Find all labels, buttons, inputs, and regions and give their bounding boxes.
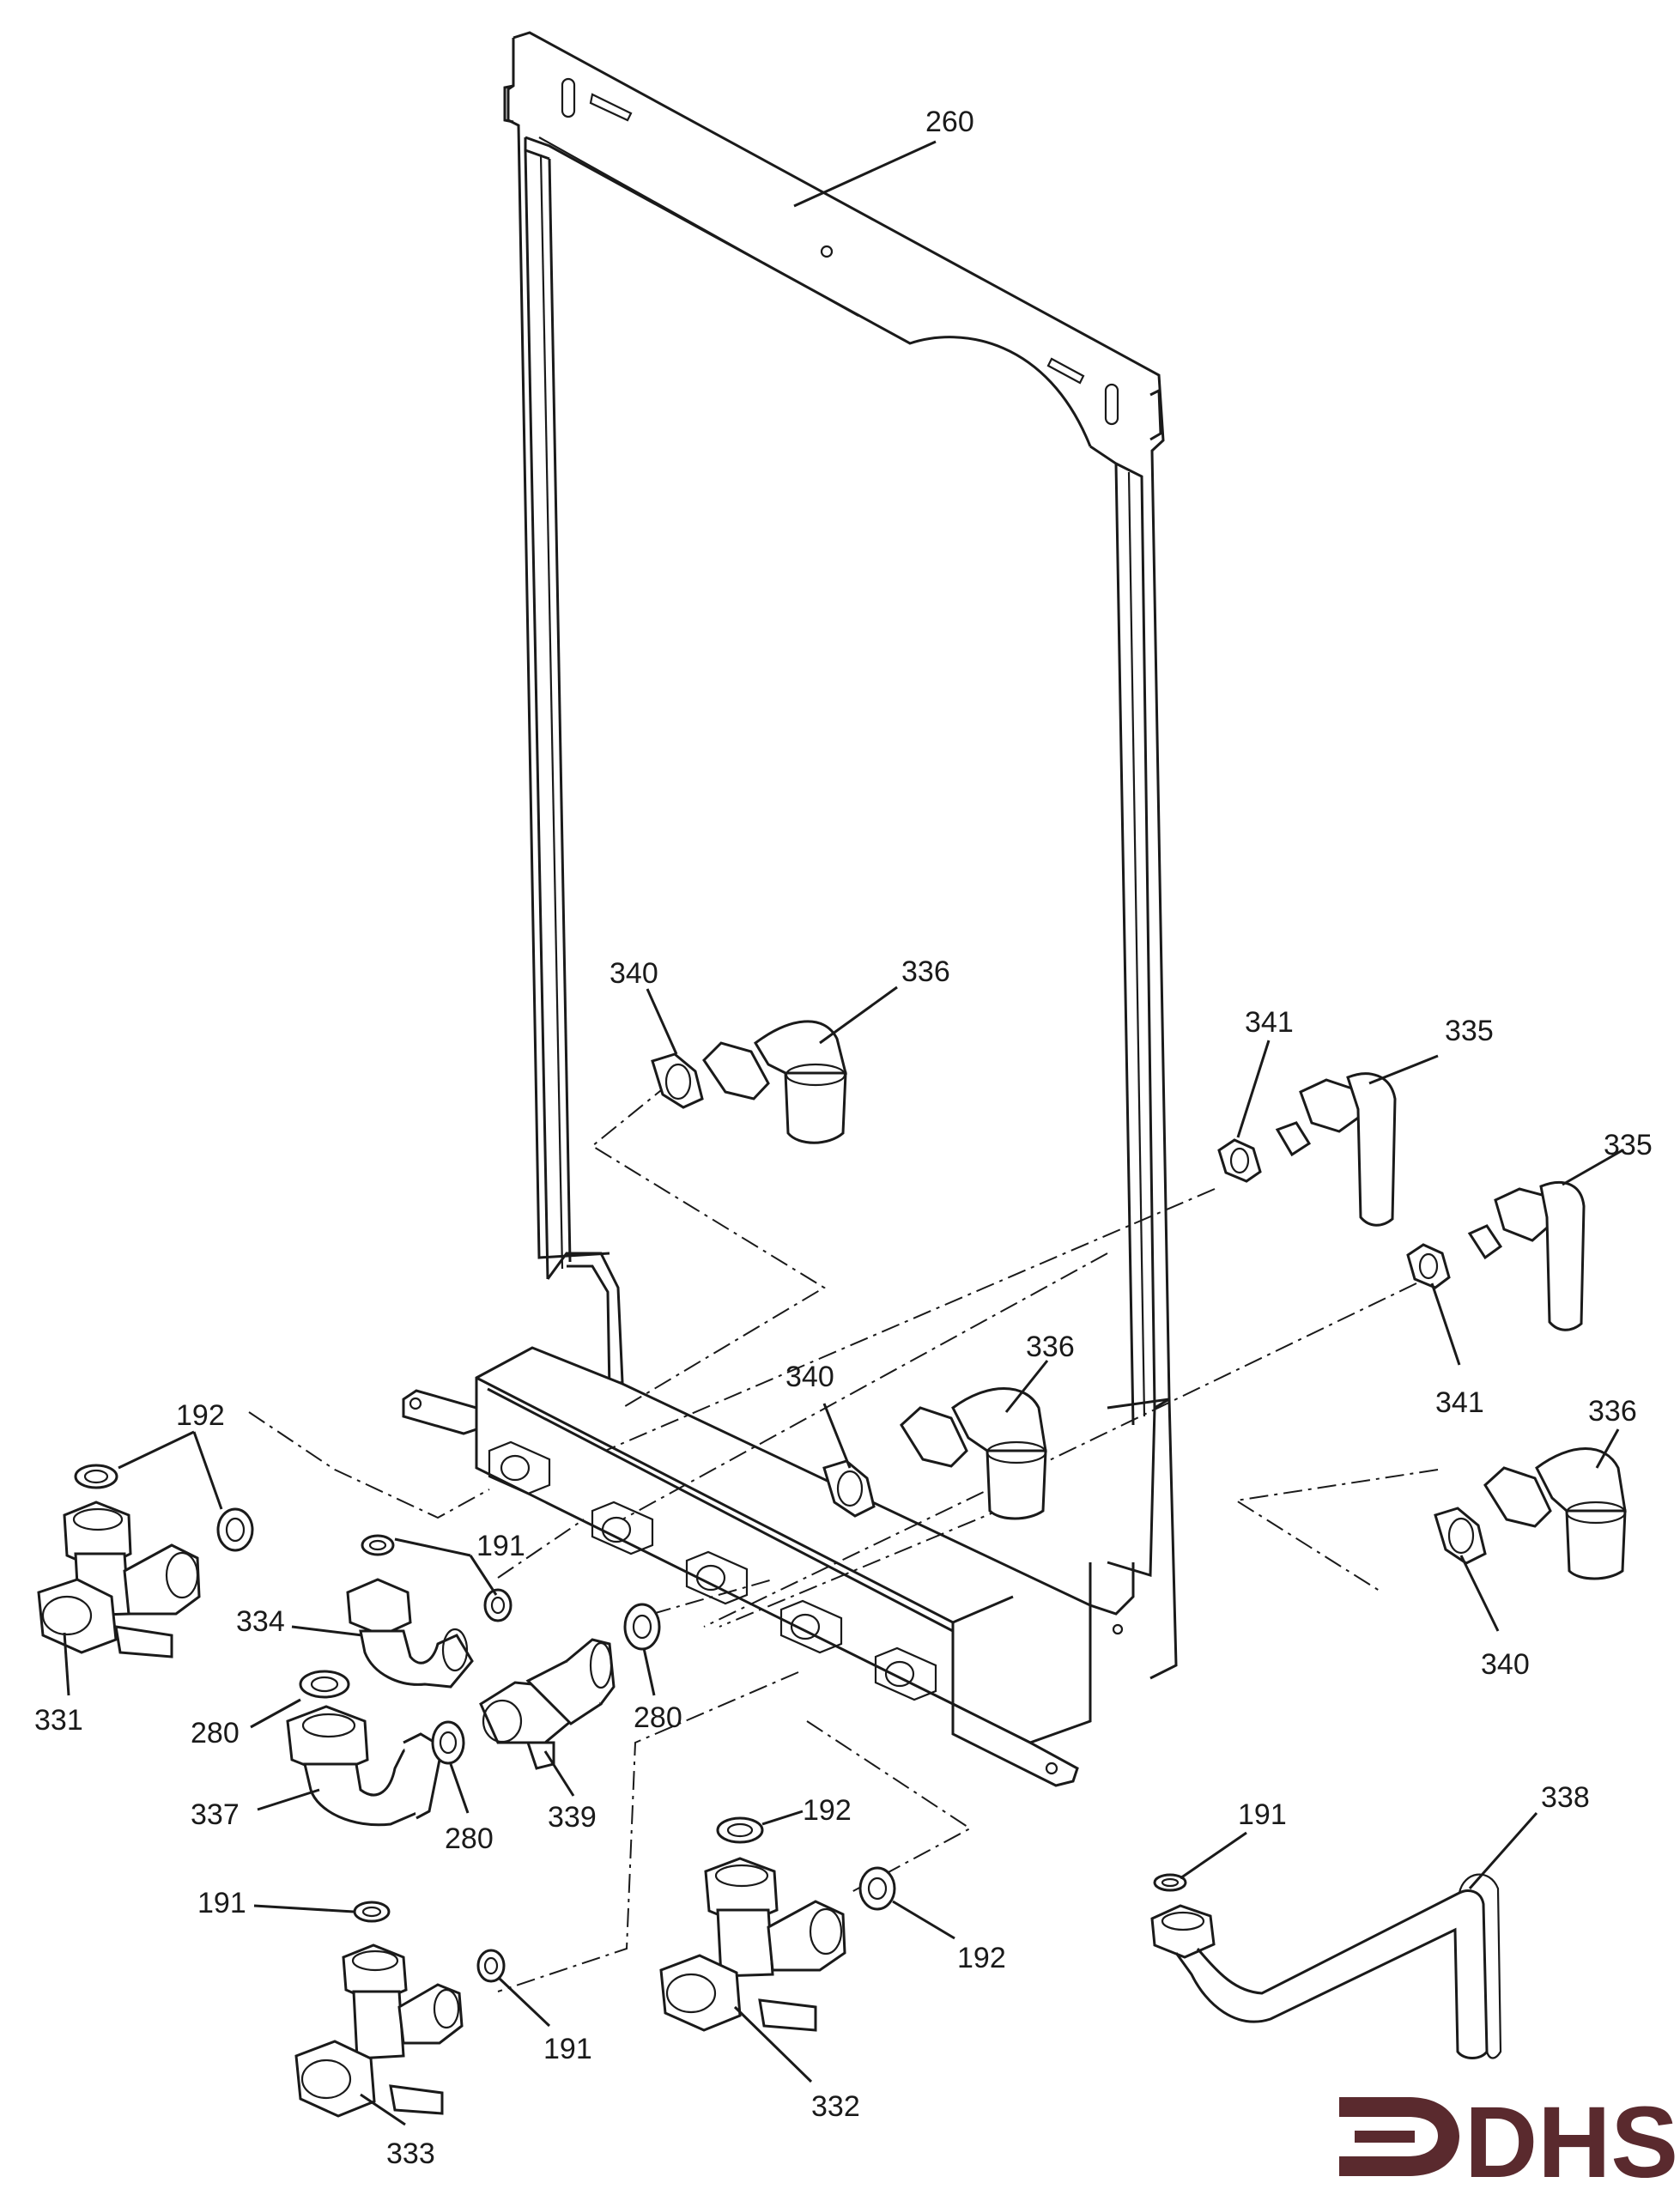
elbow-337 (286, 1705, 444, 1827)
nut-341-lower (1406, 1243, 1451, 1289)
manifold-port (779, 1599, 843, 1654)
valve-331 (37, 1501, 201, 1658)
nut-340-top (651, 1052, 704, 1109)
callout-192: 192 (176, 1399, 225, 1432)
callout-332: 332 (811, 2090, 860, 2123)
fitting-335-upper (1275, 1072, 1397, 1227)
elbow-334 (346, 1578, 474, 1689)
callout-336: 336 (1588, 1395, 1637, 1428)
fitting-335-lower (1467, 1181, 1586, 1331)
washer-192-b (216, 1507, 254, 1552)
valve-333 (294, 1943, 464, 2118)
callout-260: 260 (925, 106, 974, 138)
washer-280-b (431, 1720, 465, 1765)
callout-191: 191 (543, 2033, 592, 2065)
nut-340-right (1434, 1507, 1487, 1565)
washer-280-a (299, 1670, 350, 1699)
callout-280: 280 (445, 1822, 494, 1855)
callout-336: 336 (1026, 1331, 1075, 1363)
mounting-frame (503, 31, 1178, 1680)
manifold-port (488, 1440, 551, 1495)
callout-191: 191 (1238, 1798, 1287, 1831)
callout-334: 334 (236, 1605, 285, 1638)
logo-text: DHS (1465, 2086, 1678, 2195)
callout-331: 331 (34, 1704, 83, 1737)
callout-191: 191 (476, 1530, 525, 1562)
washer-192-a (74, 1464, 118, 1489)
callout-337: 337 (191, 1798, 240, 1831)
elbow-336-right (1483, 1447, 1627, 1580)
pipe-338 (1150, 1873, 1502, 2059)
manifold-port (874, 1646, 937, 1701)
leader-lines (63, 140, 1623, 2126)
washer-191-d (476, 1949, 506, 1983)
valve-332 (659, 1857, 846, 2032)
elbow-336-mid (900, 1387, 1047, 1520)
callout-280: 280 (191, 1717, 240, 1749)
washer-192-d (858, 1866, 896, 1911)
callout-340: 340 (1481, 1648, 1530, 1681)
elbow-336-top (702, 1020, 847, 1144)
logo-bracket-icon (1339, 2097, 1459, 2176)
callout-335: 335 (1445, 1015, 1494, 1047)
callout-192: 192 (957, 1942, 1006, 1974)
callout-340: 340 (610, 957, 658, 990)
dhs-logo: DHS (1339, 2086, 1678, 2195)
callout-336: 336 (901, 955, 950, 988)
valve-339 (479, 1638, 616, 1770)
callout-335: 335 (1604, 1129, 1653, 1161)
manifold-bar (402, 1346, 1092, 1787)
callout-338: 338 (1541, 1781, 1590, 1814)
callout-333: 333 (386, 2137, 435, 2170)
washer-191-a (361, 1534, 395, 1556)
callout-280: 280 (634, 1701, 682, 1734)
washer-280-c (623, 1603, 661, 1651)
washer-191-c (353, 1901, 391, 1923)
washer-191-e (1153, 1873, 1187, 1892)
callout-339: 339 (548, 1801, 597, 1834)
callout-341: 341 (1435, 1386, 1484, 1419)
manifold-port (591, 1501, 654, 1555)
connection-lines (248, 1082, 1439, 1992)
callout-191: 191 (197, 1887, 246, 1919)
callout-192: 192 (803, 1794, 852, 1827)
manifold-port (685, 1550, 749, 1605)
callout-340: 340 (785, 1361, 834, 1393)
washer-191-b (483, 1588, 512, 1622)
callout-341: 341 (1245, 1006, 1294, 1039)
nut-341-upper (1217, 1138, 1262, 1183)
washer-192-c (716, 1816, 764, 1844)
callout-labels: 260 340 336 341 335 335 341 340 336 336 … (34, 106, 1653, 2170)
